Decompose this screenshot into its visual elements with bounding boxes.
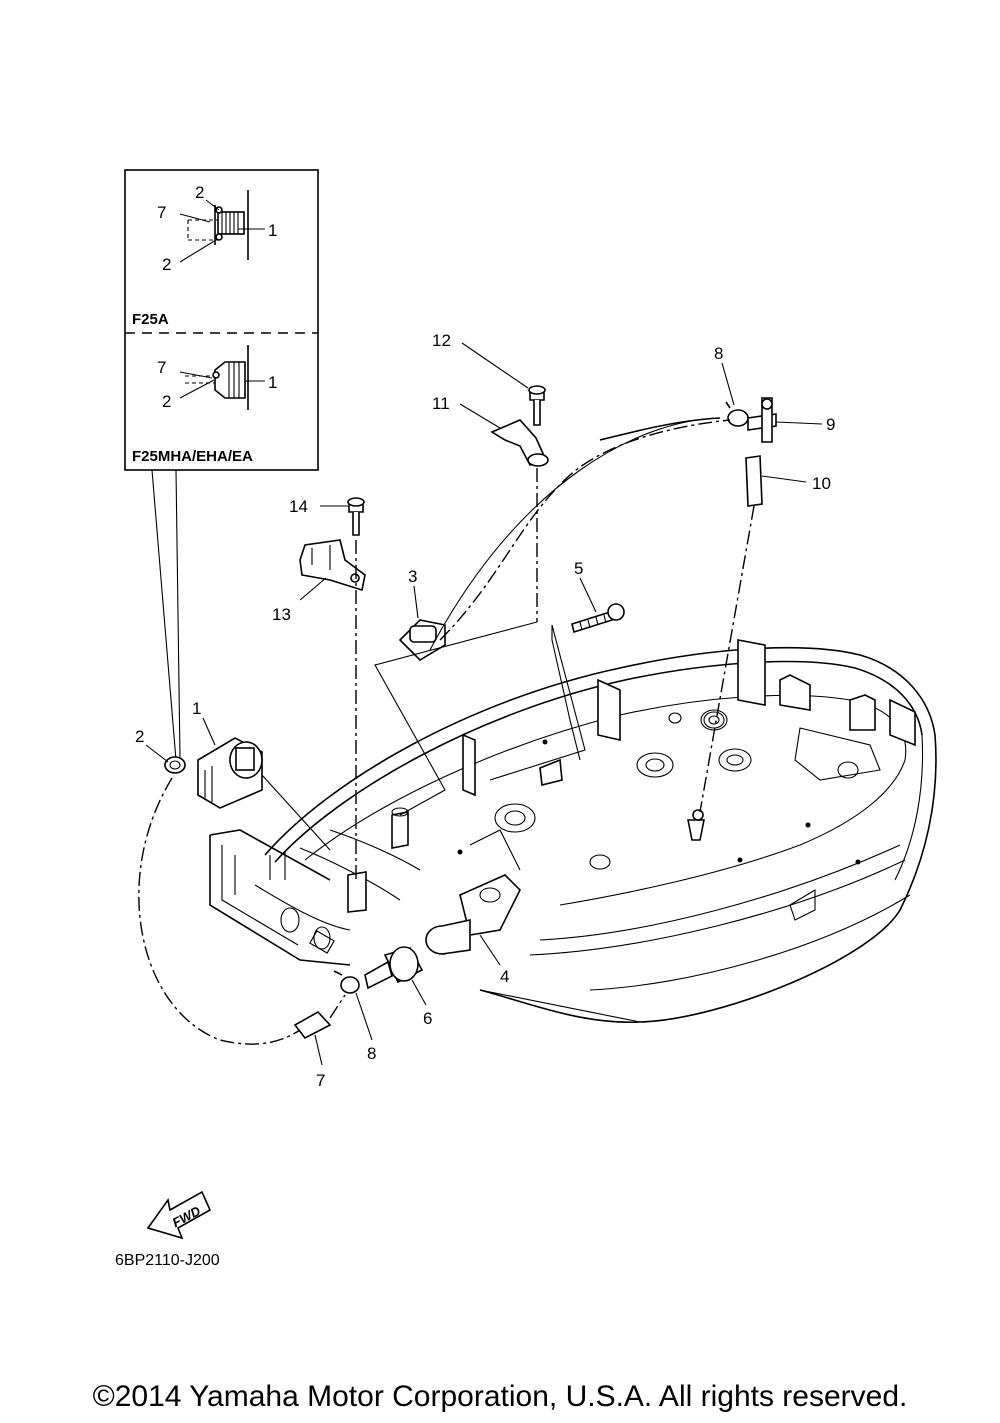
part-8-clip-lower <box>333 970 360 994</box>
svg-text:5: 5 <box>574 559 583 578</box>
hose-route-upper <box>439 419 731 641</box>
copyright-notice: ©2014 Yamaha Motor Corporation, U.S.A. A… <box>92 1380 908 1413</box>
svg-text:2: 2 <box>135 727 144 746</box>
inset-a-callout-2-bottom: 2 <box>162 255 171 274</box>
callout-3: 3 <box>408 567 419 619</box>
part-9-t-joint <box>747 397 777 443</box>
leader-3-route <box>374 621 538 816</box>
callout-10: 10 <box>761 474 831 493</box>
hose-line-upper <box>429 417 721 651</box>
inset-variant-a-drawing: 2 7 1 2 <box>157 183 277 274</box>
hose-segment-top <box>599 417 721 441</box>
bottom-cowling <box>209 639 937 1024</box>
svg-text:13: 13 <box>272 605 291 624</box>
leader-5-route-a <box>551 625 581 761</box>
part-2-clip <box>164 756 186 774</box>
inset-b-callout-1: 1 <box>268 373 277 392</box>
part-8-clip-upper <box>725 401 749 427</box>
callout-5: 5 <box>574 559 597 613</box>
inset-variant-b-drawing: 7 1 2 <box>157 345 277 411</box>
inset-a-callout-7: 7 <box>157 203 166 222</box>
svg-text:11: 11 <box>432 394 450 413</box>
svg-text:3: 3 <box>408 567 417 586</box>
svg-text:7: 7 <box>316 1071 325 1090</box>
hose-route-left <box>138 777 301 1045</box>
inset-a-callout-2-top: 2 <box>195 183 204 202</box>
part-5-screw <box>571 603 625 634</box>
svg-text:12: 12 <box>432 331 451 350</box>
cowling-grommet-post <box>347 758 563 913</box>
svg-text:10: 10 <box>812 474 831 493</box>
callout-14: 14 <box>289 497 348 516</box>
svg-text:4: 4 <box>500 967 509 986</box>
inset-b-callout-7: 7 <box>157 358 166 377</box>
leader-4-route <box>469 829 521 871</box>
inset-box: 2 7 1 2 F25A 7 1 2 F25MHA/EHA/EA <box>124 169 319 471</box>
part-6-joint <box>364 946 424 990</box>
inset-variant-b-label: F25MHA/EHA/EA <box>132 448 253 465</box>
fwd-arrow-icon: FWD <box>146 1190 212 1240</box>
hose-route-joint <box>329 994 346 1019</box>
inset-b-callout-2: 2 <box>162 392 171 411</box>
svg-text:14: 14 <box>289 497 308 516</box>
svg-text:6: 6 <box>423 1009 432 1028</box>
callout-12: 12 <box>432 331 529 389</box>
svg-text:8: 8 <box>367 1044 376 1063</box>
part-13-bracket <box>299 539 366 592</box>
part-3-grommet <box>398 619 446 662</box>
diagram-code: 6BP2110-J200 <box>115 1252 220 1269</box>
callout-1: 1 <box>192 699 216 746</box>
leader-5-route-b <box>489 624 586 781</box>
part-1-grommet <box>197 737 263 809</box>
inset-pointer-left <box>151 469 177 761</box>
callout-8-lower: 8 <box>355 992 376 1063</box>
part-4-bracket <box>425 874 521 955</box>
hose-10-axis <box>699 505 755 813</box>
callout-9: 9 <box>775 415 835 434</box>
callout-6: 6 <box>411 979 432 1028</box>
svg-text:9: 9 <box>826 415 835 434</box>
inset-variant-a-label: F25A <box>132 311 169 328</box>
inset-a-callout-1: 1 <box>268 221 277 240</box>
svg-text:8: 8 <box>714 344 723 363</box>
part-11-clamp <box>490 419 549 467</box>
callout-2: 2 <box>135 727 169 763</box>
part-12-bolt <box>528 385 546 426</box>
callout-7: 7 <box>314 1034 325 1090</box>
svg-text:1: 1 <box>192 699 201 718</box>
part-10-hose <box>745 455 763 507</box>
callout-11: 11 <box>432 394 501 429</box>
part-7-hose <box>293 1010 332 1040</box>
callout-4: 4 <box>479 934 509 986</box>
callout-8-upper: 8 <box>714 344 735 406</box>
callout-13: 13 <box>272 577 327 624</box>
leader-1-route <box>261 774 331 851</box>
inset-pointer-right <box>175 469 181 759</box>
part-14-bolt <box>347 497 365 536</box>
